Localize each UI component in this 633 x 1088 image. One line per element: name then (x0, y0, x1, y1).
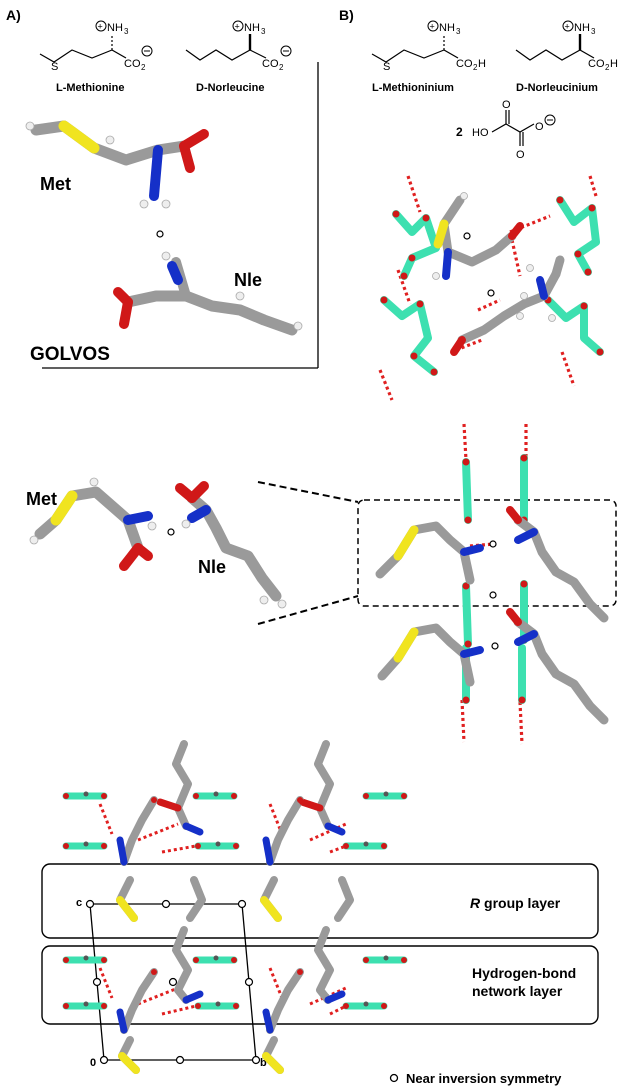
norleucinium-skeletal-structure: + NH 3 CO 2 H (515, 20, 618, 72)
met-nh3-sub: 3 (124, 27, 129, 36)
unit-cell (85, 899, 261, 1065)
methioninium-nh3: NH (439, 22, 455, 34)
r-group-rest: group layer (480, 895, 561, 911)
packing-amino-acids (116, 740, 354, 1074)
middle-nle-model (175, 481, 282, 602)
nle-plus: + (235, 22, 240, 32)
bottom-section: R group layer Hydrogen-bond network laye… (41, 740, 599, 1086)
zoom-box (357, 499, 617, 607)
norleucinium-name: D-Norleucinium (516, 82, 598, 94)
methioninium-nh3-sub: 3 (456, 27, 461, 36)
inversion-center-b2 (463, 232, 471, 240)
middle-section: Met Nle (26, 423, 617, 745)
legend-inversion-marker (389, 1073, 399, 1083)
oxalate-o-minus: O (535, 121, 544, 133)
met-co2: CO (124, 58, 141, 70)
r-group-italic: R (470, 895, 481, 911)
methioninium-co2h-sub: 2 (473, 63, 478, 72)
oxalate-ho: HO (472, 127, 489, 139)
r-group-layer-label: R group layer (470, 895, 561, 911)
norleucinium-co2h: CO (588, 58, 605, 70)
met-co2-sub: 2 (141, 63, 146, 72)
nle-co2-sub: 2 (279, 63, 284, 72)
methioninium-name: L-Methioninium (372, 82, 454, 94)
hydrogen-oxalate-structure: 2 HO O O O (456, 99, 556, 161)
inversion-center-b (487, 289, 495, 297)
packing-oxalates (63, 792, 407, 1010)
axis-c-label: c (76, 897, 82, 909)
axis-b-label: b (260, 1057, 267, 1069)
met-short-label: Met (40, 174, 71, 194)
oxalate-o-bottom: O (516, 149, 525, 161)
hbond-layer-label-2: network layer (472, 983, 563, 999)
nle-co2: CO (262, 58, 279, 70)
inversion-center-middle (167, 528, 175, 536)
packing-oxygens (151, 797, 305, 975)
met-nh3: NH (107, 22, 123, 34)
panel-b-hbond-network (378, 175, 604, 401)
axis-origin-label: 0 (90, 1057, 96, 1069)
norleucinium-nh3: NH (574, 22, 590, 34)
zoom-line-top (257, 481, 359, 503)
norleucinium-co2h-h: H (610, 58, 618, 70)
norleucinium-plus: + (565, 22, 570, 32)
panel-a-label: A) (6, 7, 21, 23)
middle-met-label: Met (26, 489, 57, 509)
inversion-center-a (156, 230, 164, 238)
met-plus: + (98, 22, 103, 32)
met-name: L-Methionine (56, 82, 124, 94)
methioninium-plus: + (430, 22, 435, 32)
met-skeletal-structure: S + NH 3 CO 2 (39, 20, 153, 73)
nle-nh3: NH (244, 22, 260, 34)
nle-name: D-Norleucine (196, 82, 264, 94)
middle-nle-label: Nle (198, 557, 226, 577)
oxalate-coefficient: 2 (456, 125, 463, 139)
nle-nh3-sub: 3 (261, 27, 266, 36)
panel-b-label: B) (339, 7, 354, 23)
panel-b: B) S + NH 3 CO 2 H L-Methioninium + NH 3… (339, 7, 618, 401)
nle-skeletal-structure: + NH 3 CO 2 (185, 20, 292, 72)
panel-a: A) S + NH 3 CO 2 L-Methionine + NH 3 CO (6, 7, 319, 369)
nle-short-label: Nle (234, 270, 262, 290)
nle-3d-model (113, 251, 303, 336)
norleucinium-nh3-sub: 3 (591, 27, 596, 36)
legend-text: Near inversion symmetry (406, 1071, 562, 1086)
middle-column-network (375, 423, 609, 745)
middle-met-model (34, 486, 153, 571)
met-3d-model (25, 120, 209, 209)
methioninium-s-atom: S (383, 61, 390, 73)
methioninium-co2h: CO (456, 58, 473, 70)
methioninium-skeletal-structure: S + NH 3 CO 2 H (371, 20, 486, 73)
refcode-label: GOLVOS (30, 344, 110, 365)
oxalate-o-top: O (502, 99, 511, 111)
met-s-atom: S (51, 61, 58, 73)
norleucinium-co2h-sub: 2 (605, 63, 610, 72)
hbond-layer-label-1: Hydrogen-bond (472, 965, 576, 981)
methioninium-co2h-h: H (478, 58, 486, 70)
zoom-line-bottom (257, 595, 359, 625)
